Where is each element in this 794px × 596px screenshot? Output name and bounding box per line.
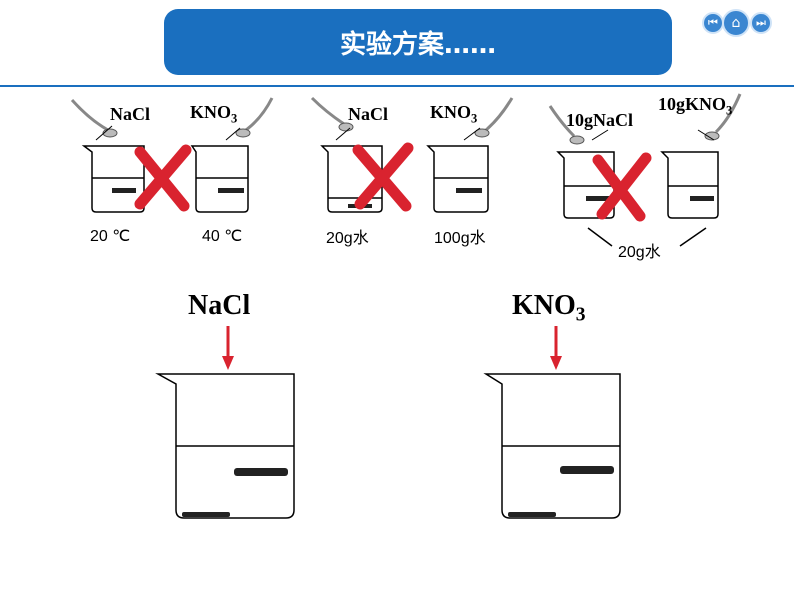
nacl-label-text: NaCl (188, 290, 251, 321)
set3-beaker-left (556, 151, 615, 219)
set1-right-spoon (235, 97, 274, 138)
set3-cross-icon (592, 152, 652, 222)
set3-left-label-text: 10gNaCl (566, 110, 633, 130)
set2-beaker-left (320, 145, 383, 213)
set3-pointer-right (697, 129, 715, 141)
set1-cross-icon (134, 144, 192, 212)
set3-right-spoon (704, 93, 742, 141)
set1-pointer-left (95, 125, 113, 141)
set2-beaker-right (426, 145, 489, 213)
set1-right-label: KNO3 (190, 102, 237, 127)
set2-cross-icon (352, 142, 414, 212)
set3-right-label-sub: 3 (726, 103, 733, 118)
set1-pointer-right (225, 127, 241, 141)
set1-beaker-left (81, 145, 145, 213)
set2-right-caption: 100g水 (434, 230, 486, 247)
set2-pointer-left (335, 127, 351, 141)
set3-left-spoon (548, 105, 585, 145)
set1-left-spoon (70, 98, 118, 138)
set1-left-label-text: NaCl (110, 104, 150, 124)
kno3-label-main: KNO (512, 290, 576, 321)
arrow-down-icon (222, 326, 234, 370)
home-icon[interactable]: ⌂ (722, 9, 750, 37)
set2-right-label: KNO3 (430, 102, 477, 127)
set3-right-label: 10gKNO3 (658, 94, 732, 119)
next-glyph: ⏭ (756, 16, 766, 29)
set1-right-label-sub: 3 (231, 111, 238, 126)
set1-left-label: NaCl (110, 104, 150, 125)
set3-right-label-main: 10gKNO (658, 94, 727, 114)
set2-left-label: NaCl (348, 104, 388, 125)
set3-pointer-left (591, 129, 609, 141)
set2-pointer-right (463, 127, 481, 141)
kno3-beaker (483, 373, 621, 519)
set2-right-spoon (474, 97, 514, 138)
kno3-label-sub: 3 (575, 304, 586, 326)
set3-caption: 20g水 (618, 244, 661, 261)
nacl-beaker (155, 373, 295, 519)
nacl-label: NaCl (188, 290, 250, 322)
set3-bracket-right (679, 227, 707, 247)
next-slide-icon[interactable]: ⏭ (750, 12, 772, 34)
set3-beaker-right (660, 151, 719, 219)
set2-left-caption: 20g水 (326, 230, 369, 247)
home-glyph: ⌂ (731, 15, 741, 31)
set2-left-label-text: NaCl (348, 104, 388, 124)
set2-right-label-sub: 3 (471, 111, 478, 126)
header-divider (0, 85, 794, 87)
set2-left-spoon (310, 96, 354, 132)
slide-title-text: 实验方案…… (339, 29, 496, 60)
set3-bracket-left (587, 227, 613, 247)
set3-left-label: 10gNaCl (566, 110, 633, 131)
set2-right-label-main: KNO (430, 102, 472, 122)
set1-right-caption: 40 ℃ (202, 228, 243, 245)
set1-right-label-main: KNO (190, 102, 232, 122)
set1-left-caption: 20 ℃ (90, 228, 131, 245)
set1-beaker-right (190, 145, 249, 213)
arrow-down-icon (550, 326, 562, 370)
kno3-label: KNO3 (512, 290, 586, 327)
prev-glyph: ⏮ (708, 16, 718, 29)
slide-title: 实验方案…… (164, 9, 672, 75)
